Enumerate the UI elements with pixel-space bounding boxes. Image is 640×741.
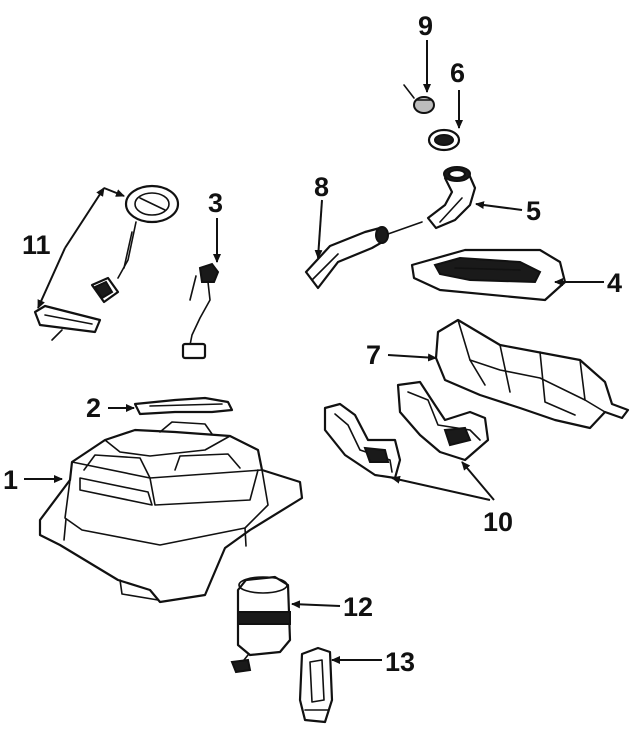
vent-hose[interactable] (304, 221, 423, 290)
leader-7 (387, 353, 437, 362)
insulator-pads[interactable] (323, 380, 490, 480)
leader-5 (475, 201, 523, 211)
fuel-filter[interactable] (230, 575, 292, 674)
leader-lines (24, 40, 604, 664)
callout-10: 10 (483, 507, 513, 537)
leader-8 (314, 199, 323, 259)
fuel-pump-sender-assembly[interactable] (33, 184, 180, 341)
filler-gasket[interactable] (427, 128, 461, 152)
leader-11-c (103, 187, 125, 197)
filter-bracket[interactable] (298, 646, 334, 724)
filler-shield[interactable] (410, 248, 567, 302)
leader-10-a (391, 475, 491, 501)
tank-strap[interactable] (133, 396, 234, 416)
fuel-cap[interactable] (403, 84, 435, 114)
leader-12 (291, 600, 341, 609)
callout-11: 11 (22, 230, 51, 260)
callout-3: 3 (208, 188, 223, 218)
callout-2: 2 (86, 393, 101, 423)
callout-12: 12 (343, 592, 373, 622)
filler-neck-hose[interactable] (426, 166, 477, 230)
leader-11-b (37, 247, 66, 309)
callout-6: 6 (450, 58, 465, 88)
callout-7: 7 (366, 340, 381, 370)
callout-labels: 1 2 3 4 5 6 7 8 9 10 11 12 13 (3, 11, 622, 677)
callout-5: 5 (526, 196, 541, 226)
callout-13: 13 (385, 647, 415, 677)
sending-unit-wire[interactable] (181, 262, 220, 360)
callout-8: 8 (314, 172, 329, 202)
leader-11-a (64, 187, 105, 249)
fuel-tank[interactable] (38, 421, 304, 604)
heat-shield[interactable] (434, 318, 630, 430)
callout-1: 1 (3, 465, 18, 495)
callout-4: 4 (607, 268, 622, 298)
leader-10-b (461, 461, 495, 501)
callout-9: 9 (418, 11, 433, 41)
